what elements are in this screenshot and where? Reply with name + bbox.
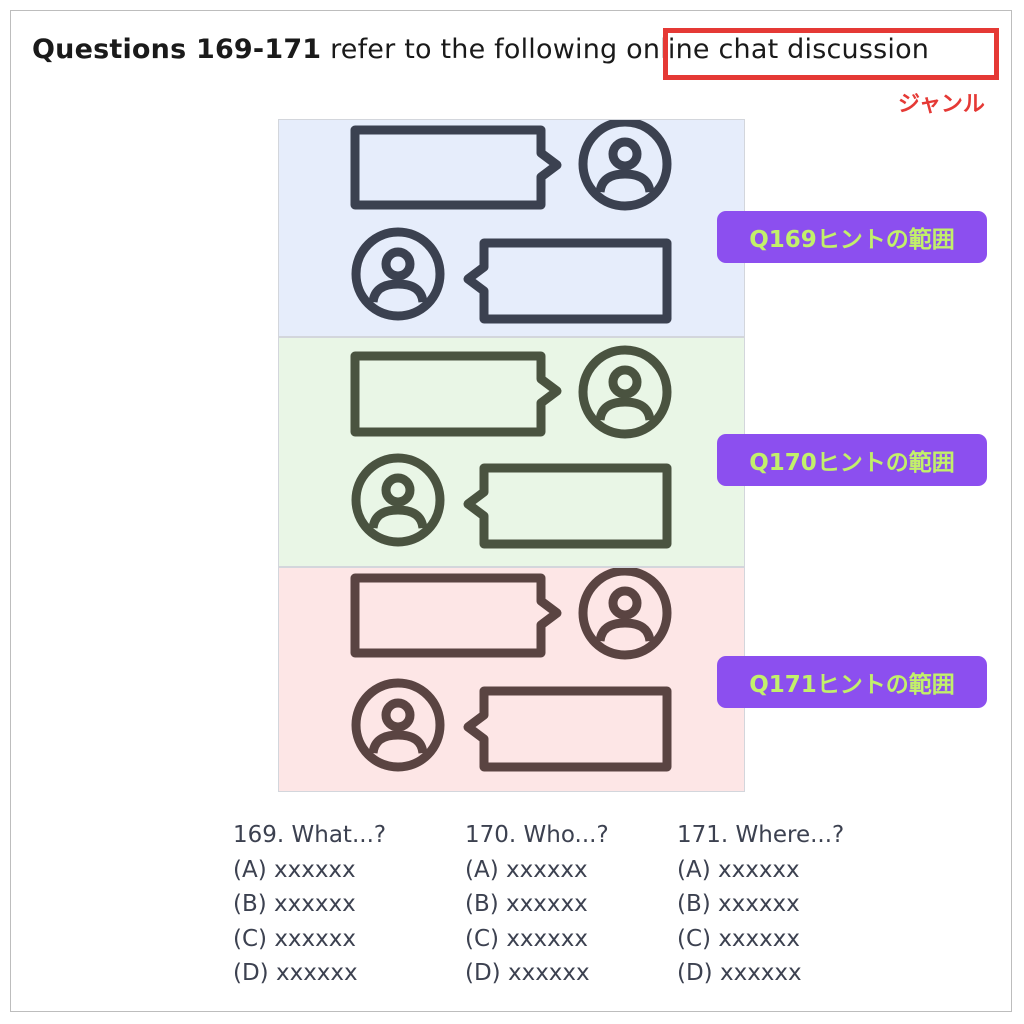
speech-bubble-left-icon [463, 463, 672, 549]
question-171: 171. Where...? (A) xxxxxx (B) xxxxxx (C)… [677, 818, 844, 991]
chat-panel-q169 [278, 119, 745, 337]
heading-genre: online chat discussion [626, 34, 930, 65]
chat-panel-q170 [278, 337, 745, 567]
chat-panel-q171 [278, 567, 745, 792]
chat-panel-illustration [350, 345, 672, 549]
question-170: 170. Who...? (A) xxxxxx (B) xxxxxx (C) x… [465, 818, 609, 991]
answer-option-b: (B) xxxxxx [677, 891, 800, 917]
answer-option-d: (D) xxxxxx [677, 960, 802, 986]
genre-highlight-box [663, 28, 999, 80]
user-avatar-icon [351, 453, 445, 547]
genre-label: ジャンル [898, 92, 985, 117]
speech-bubble-right-icon [350, 351, 562, 437]
answer-option-c: (C) xxxxxx [233, 925, 356, 952]
answer-option-a: (A) xxxxxx [233, 856, 356, 883]
heading-text: refer to the following [321, 34, 627, 65]
user-avatar-icon [578, 568, 672, 660]
speech-bubble-right-icon [350, 573, 562, 658]
speech-bubble-left-icon [463, 238, 672, 324]
answer-option-b: (B) xxxxxx [233, 891, 356, 917]
question-title: 169. What...? [233, 822, 387, 848]
user-avatar-icon [351, 678, 445, 772]
hint-range-badge-q170: Q170ヒントの範囲 [717, 434, 987, 486]
speech-bubble-left-icon [463, 686, 672, 772]
answer-option-d: (D) xxxxxx [233, 960, 358, 986]
hint-range-badge-q169: Q169ヒントの範囲 [717, 211, 987, 263]
heading-question-range: Questions 169-171 [32, 34, 322, 65]
question-title: 171. Where...? [677, 822, 845, 848]
speech-bubble-right-icon [350, 125, 562, 210]
answer-option-b: (B) xxxxxx [465, 891, 588, 917]
answer-option-d: (D) xxxxxx [465, 960, 590, 986]
user-avatar-icon [578, 120, 672, 211]
answer-option-a: (A) xxxxxx [677, 856, 800, 883]
answer-option-a: (A) xxxxxx [465, 856, 588, 883]
chat-panel-illustration [350, 120, 672, 324]
answer-option-c: (C) xxxxxx [465, 925, 588, 952]
question-title: 170. Who...? [465, 822, 609, 848]
user-avatar-icon [351, 227, 445, 321]
chat-panel-illustration [350, 568, 672, 772]
user-avatar-icon [578, 345, 672, 439]
hint-range-badge-q171: Q171ヒントの範囲 [717, 656, 987, 708]
question-169: 169. What...? (A) xxxxxx (B) xxxxxx (C) … [233, 818, 386, 991]
answer-option-c: (C) xxxxxx [677, 925, 800, 952]
page-title: Questions 169-171 refer to the following… [32, 34, 929, 65]
